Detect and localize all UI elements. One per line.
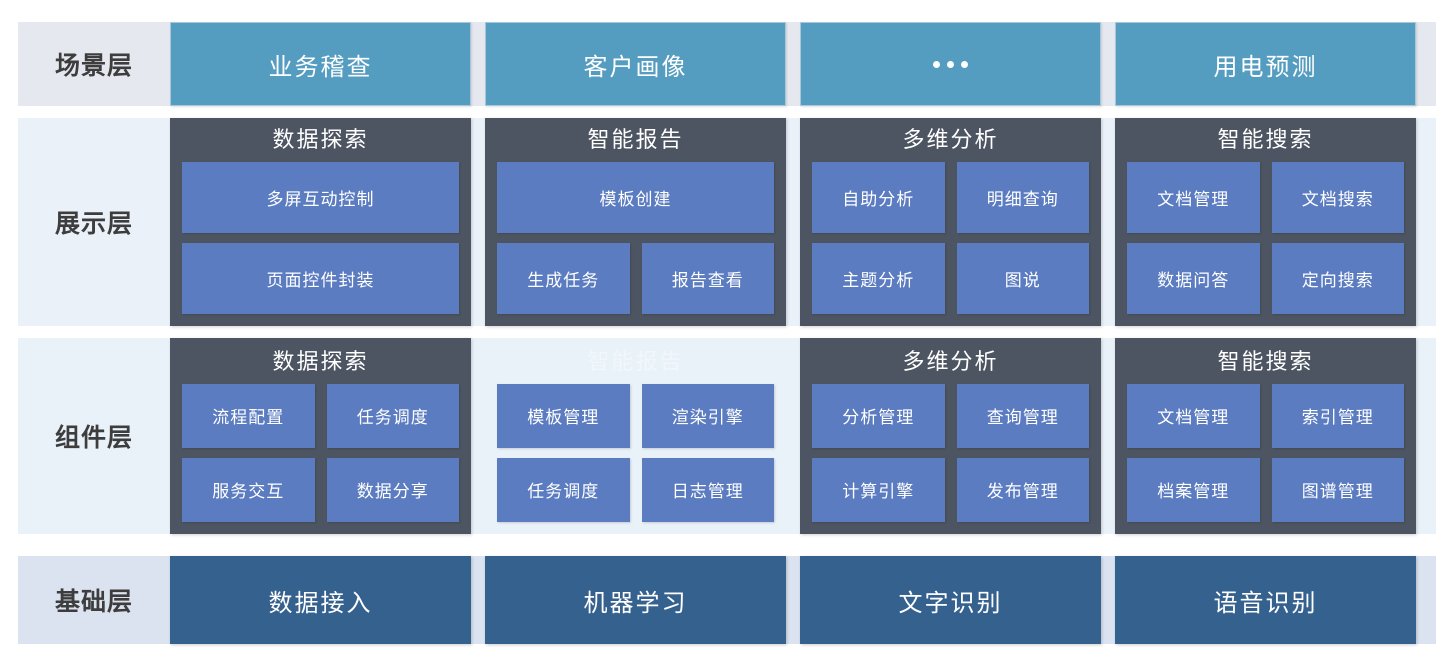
module-title: 多维分析 [902, 349, 999, 374]
chip-task-scheduling[interactable]: 任务调度 [497, 457, 630, 523]
layer-body-scenario: 业务稽查 客户画像 用电预测 [170, 22, 1436, 106]
chip-row: 页面控件封装 [182, 242, 459, 315]
chip-row: 模板创建 [497, 161, 774, 233]
module-title: 数据探索 [272, 127, 369, 152]
foundation-card-text-recognition[interactable]: 文字识别 [800, 556, 1101, 644]
chip-row: 档案管理 图谱管理 [1127, 457, 1404, 523]
chip-grid: 模板管理 渲染引擎 任务调度 日志管理 [497, 383, 774, 523]
chip-template-creation[interactable]: 模板创建 [497, 161, 774, 233]
layer-band-presentation: 展示层 数据探索 多屏互动控制 页面控件封装 智能报告 模板创建 [18, 118, 1436, 326]
scenario-card-more[interactable] [800, 22, 1101, 106]
chip-row: 多屏互动控制 [182, 161, 459, 233]
chip-targeted-search[interactable]: 定向搜索 [1271, 242, 1404, 315]
chip-chart-narrative[interactable]: 图说 [956, 242, 1089, 315]
layer-label-presentation: 展示层 [54, 210, 133, 238]
layer-band-foundation: 基础层 数据接入 机器学习 文字识别 语音识别 [18, 556, 1436, 644]
chip-query-management[interactable]: 查询管理 [956, 383, 1089, 448]
module-intelligent-search[interactable]: 智能搜索 文档管理 文档搜索 数据问答 定向搜索 [1115, 118, 1416, 326]
chip-row: 任务调度 日志管理 [497, 457, 774, 523]
chip-self-service-analysis[interactable]: 自助分析 [812, 161, 945, 233]
chip-row: 生成任务 报告查看 [497, 242, 774, 315]
module-title: 智能搜索 [1217, 127, 1314, 152]
chip-detail-query[interactable]: 明细查询 [956, 161, 1089, 233]
layer-band-scenario: 场景层 业务稽查 客户画像 用电预测 [18, 22, 1436, 106]
chip-row: 文档管理 索引管理 [1127, 383, 1404, 448]
chip-multiscreen-interaction-control[interactable]: 多屏互动控制 [182, 161, 459, 233]
chip-row: 数据问答 定向搜索 [1127, 242, 1404, 315]
chip-task-scheduling[interactable]: 任务调度 [326, 383, 459, 448]
chip-report-view[interactable]: 报告查看 [641, 242, 774, 315]
chip-document-search[interactable]: 文档搜索 [1271, 161, 1404, 233]
module-title: 多维分析 [902, 127, 999, 152]
chip-index-management[interactable]: 索引管理 [1271, 383, 1404, 448]
chip-row: 模板管理 渲染引擎 [497, 383, 774, 448]
foundation-card-data-ingestion[interactable]: 数据接入 [170, 556, 471, 644]
chip-grid: 多屏互动控制 页面控件封装 [182, 161, 459, 315]
layer-band-component: 组件层 数据探索 流程配置 任务调度 服务交互 数据分享 智能报告 [18, 338, 1436, 534]
chip-row: 分析管理 查询管理 [812, 383, 1089, 448]
module-title: 数据探索 [272, 349, 369, 374]
chip-generate-task[interactable]: 生成任务 [497, 242, 630, 315]
chip-page-widget-packaging[interactable]: 页面控件封装 [182, 242, 459, 315]
chip-document-management[interactable]: 文档管理 [1127, 383, 1260, 448]
chip-log-management[interactable]: 日志管理 [641, 457, 774, 523]
chip-topic-analysis[interactable]: 主题分析 [812, 242, 945, 315]
ellipsis-icon [933, 60, 968, 68]
layer-body-foundation: 数据接入 机器学习 文字识别 语音识别 [170, 556, 1436, 644]
foundation-card-machine-learning[interactable]: 机器学习 [485, 556, 786, 644]
module-title: 智能报告 [587, 349, 684, 374]
chip-service-interaction[interactable]: 服务交互 [182, 457, 315, 523]
chip-grid: 文档管理 索引管理 档案管理 图谱管理 [1127, 383, 1404, 523]
chip-analysis-management[interactable]: 分析管理 [812, 383, 945, 448]
scenario-card-business-audit[interactable]: 业务稽查 [170, 22, 471, 106]
chip-archive-management[interactable]: 档案管理 [1127, 457, 1260, 523]
chip-row: 服务交互 数据分享 [182, 457, 459, 523]
foundation-card-speech-recognition[interactable]: 语音识别 [1115, 556, 1416, 644]
layer-body-component: 数据探索 流程配置 任务调度 服务交互 数据分享 智能报告 模板管理 [170, 338, 1436, 534]
scenario-card-label: 业务稽查 [268, 53, 373, 81]
layer-label-component: 组件层 [54, 424, 133, 452]
scenario-card-label: 客户画像 [583, 53, 688, 81]
module-intelligent-report[interactable]: 智能报告 模板创建 生成任务 报告查看 [485, 118, 786, 326]
layer-label-foundation: 基础层 [54, 588, 133, 616]
chip-grid: 分析管理 查询管理 计算引擎 发布管理 [812, 383, 1089, 523]
chip-template-management[interactable]: 模板管理 [497, 383, 630, 448]
layer-body-presentation: 数据探索 多屏互动控制 页面控件封装 智能报告 模板创建 [170, 118, 1436, 326]
module-data-exploration[interactable]: 数据探索 流程配置 任务调度 服务交互 数据分享 [170, 338, 471, 534]
scenario-card-power-forecast[interactable]: 用电预测 [1115, 22, 1416, 106]
chip-compute-engine[interactable]: 计算引擎 [812, 457, 945, 523]
chip-row: 自助分析 明细查询 [812, 161, 1089, 233]
chip-data-sharing[interactable]: 数据分享 [326, 457, 459, 523]
module-title: 智能报告 [587, 127, 684, 152]
layer-label-scenario: 场景层 [54, 52, 133, 80]
chip-data-qa[interactable]: 数据问答 [1127, 242, 1260, 315]
chip-row: 流程配置 任务调度 [182, 383, 459, 448]
chip-row: 文档管理 文档搜索 [1127, 161, 1404, 233]
module-multidimensional-analysis[interactable]: 多维分析 自助分析 明细查询 主题分析 图说 [800, 118, 1101, 326]
module-multidimensional-analysis[interactable]: 多维分析 分析管理 查询管理 计算引擎 发布管理 [800, 338, 1101, 534]
module-title: 智能搜索 [1217, 349, 1314, 374]
module-data-exploration[interactable]: 数据探索 多屏互动控制 页面控件封装 [170, 118, 471, 326]
chip-grid: 文档管理 文档搜索 数据问答 定向搜索 [1127, 161, 1404, 315]
chip-grid: 流程配置 任务调度 服务交互 数据分享 [182, 383, 459, 523]
chip-grid: 模板创建 生成任务 报告查看 [497, 161, 774, 315]
chip-flow-configuration[interactable]: 流程配置 [182, 383, 315, 448]
chip-document-management[interactable]: 文档管理 [1127, 161, 1260, 233]
chip-grid: 自助分析 明细查询 主题分析 图说 [812, 161, 1089, 315]
chip-publish-management[interactable]: 发布管理 [956, 457, 1089, 523]
module-intelligent-search[interactable]: 智能搜索 文档管理 索引管理 档案管理 图谱管理 [1115, 338, 1416, 534]
chip-rendering-engine[interactable]: 渲染引擎 [641, 383, 774, 448]
scenario-card-customer-profile[interactable]: 客户画像 [485, 22, 786, 106]
chip-row: 计算引擎 发布管理 [812, 457, 1089, 523]
scenario-card-label: 用电预测 [1213, 53, 1318, 81]
chip-row: 主题分析 图说 [812, 242, 1089, 315]
module-intelligent-report[interactable]: 智能报告 模板管理 渲染引擎 任务调度 日志管理 [485, 338, 786, 534]
chip-knowledge-graph-management[interactable]: 图谱管理 [1271, 457, 1404, 523]
